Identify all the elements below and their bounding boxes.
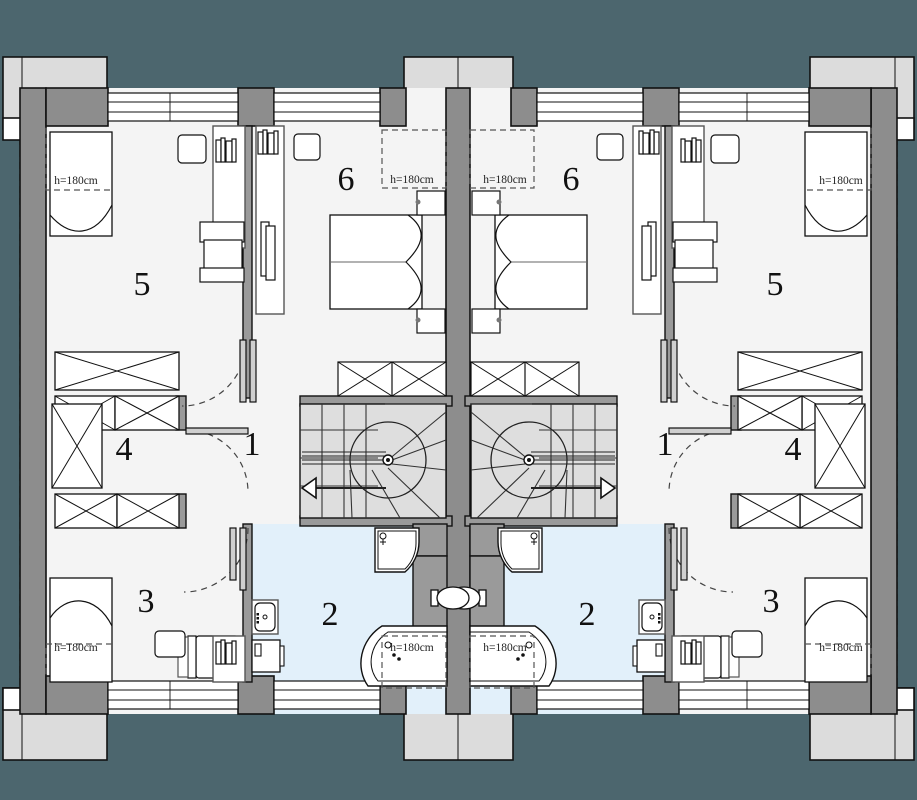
window-symbols <box>107 92 810 710</box>
furniture-room5-right <box>596 125 740 315</box>
height-label-h2: h=180cm <box>390 174 434 186</box>
height-label-h8: h=180cm <box>483 642 527 654</box>
room-number-R3: 3 <box>763 583 780 620</box>
room-number-L3: 3 <box>138 583 155 620</box>
doors-right <box>660 339 736 593</box>
height-label-group: h=180cm h=180cm h=180cm h=180cm h=180cm h=180… <box>54 174 863 654</box>
height-label-h7: h=180cm <box>819 642 863 654</box>
height-label-h1: h=180cm <box>54 175 98 187</box>
furniture-room3-left <box>154 630 246 683</box>
stair-direction-arrow-left <box>300 476 317 500</box>
bed-right-bottom <box>804 577 868 683</box>
door-swing-arc <box>183 527 249 593</box>
bed-left-top <box>49 131 113 237</box>
room-number-R6: 6 <box>563 161 580 198</box>
stair-railing <box>337 361 580 397</box>
staircase-left <box>299 403 447 519</box>
door-swing-arc <box>668 527 734 593</box>
bed-right-top <box>804 131 868 237</box>
room-number-L4: 4 <box>116 431 133 468</box>
staircase-right <box>470 403 618 519</box>
wardrobe-left <box>51 351 180 529</box>
double-bed-right <box>471 190 588 334</box>
height-label-h4: h=180cm <box>390 642 434 654</box>
bed-left-bottom <box>49 577 113 683</box>
height-label-h5: h=180cm <box>819 175 863 187</box>
room-number-R5: 5 <box>767 266 784 303</box>
room-number-R2: 2 <box>579 596 596 633</box>
bathroom-fixtures-right <box>430 527 666 687</box>
wardrobe-right <box>737 351 866 529</box>
height-label-h6: h=180cm <box>483 174 527 186</box>
room-number-L6: 6 <box>338 161 355 198</box>
room-number-L5: 5 <box>134 266 151 303</box>
bathroom-fixtures-left <box>251 527 487 687</box>
room-number-R4: 4 <box>785 431 802 468</box>
furniture-room5-left <box>177 125 321 315</box>
room-number-L1: 1 <box>244 426 261 463</box>
furniture-room3-right <box>671 630 763 683</box>
height-label-h3: h=180cm <box>54 642 98 654</box>
low-ceiling-zones <box>45 128 872 689</box>
room-number-L2: 2 <box>322 596 339 633</box>
doors-left <box>181 339 257 593</box>
stair-direction-arrow-right <box>600 476 617 500</box>
room-number-R1: 1 <box>657 426 674 463</box>
double-bed-left <box>329 190 446 334</box>
room-number-group: 5 6 1 4 3 2 5 6 1 4 3 2 <box>116 161 802 633</box>
